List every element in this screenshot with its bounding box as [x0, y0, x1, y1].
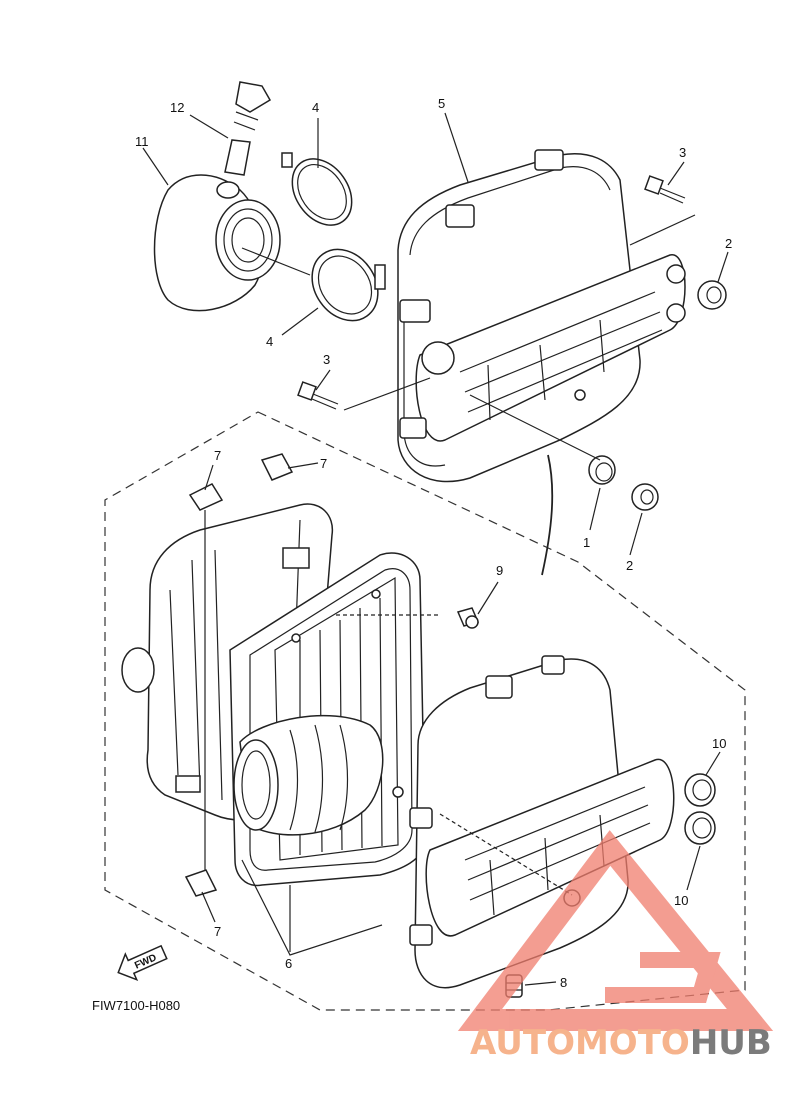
- label-4-upper: 4: [312, 100, 319, 115]
- part-2-collar-lower: [631, 483, 659, 511]
- label-2-lower: 2: [626, 558, 633, 573]
- part-3-bolt-upper: [644, 175, 686, 204]
- label-7-right: 7: [320, 456, 327, 471]
- part-10-grommet-lower: [684, 811, 716, 845]
- label-3-upper: 3: [679, 145, 686, 160]
- part-11-intake-chamber: [153, 174, 281, 312]
- part-2-collar-upper: [697, 280, 727, 310]
- part-5-air-cleaner-case: [397, 149, 686, 483]
- label-5: 5: [438, 96, 445, 111]
- part-9-screw: [456, 607, 480, 629]
- watermark-text: AUTOMOTOHUB: [470, 1023, 772, 1063]
- diagram-code: FIW7100-H080: [92, 998, 180, 1013]
- label-6: 6: [285, 956, 292, 971]
- label-3-lower: 3: [323, 352, 330, 367]
- fwd-arrow-icon: FWD: [117, 944, 168, 982]
- part-4-clamp-upper: [281, 152, 353, 226]
- label-7-bottom: 7: [214, 924, 221, 939]
- part-12-breather-pipe: [224, 81, 272, 176]
- watermark-logo-icon: [457, 830, 774, 1031]
- label-2-upper: 2: [725, 236, 732, 251]
- watermark-part2: HUB: [690, 1023, 772, 1063]
- label-12: 12: [170, 100, 184, 115]
- label-10-upper: 10: [712, 736, 726, 751]
- label-9: 9: [496, 563, 503, 578]
- label-7-left: 7: [214, 448, 221, 463]
- label-1: 1: [583, 535, 590, 550]
- part-3-bolt-lower: [297, 381, 339, 410]
- watermark-part1: AUTOMOTO: [470, 1023, 690, 1063]
- label-8: 8: [560, 975, 567, 990]
- part-4-clamp-lower: [311, 248, 386, 322]
- assembly-boundary: [104, 411, 746, 1011]
- part-1-grommet: [588, 455, 616, 485]
- leader-lines: [142, 112, 729, 986]
- label-11: 11: [135, 134, 149, 149]
- label-4-lower: 4: [266, 334, 273, 349]
- part-10-grommet-upper: [684, 773, 716, 807]
- label-10-lower: 10: [674, 893, 688, 908]
- intake-funnel: [233, 714, 384, 836]
